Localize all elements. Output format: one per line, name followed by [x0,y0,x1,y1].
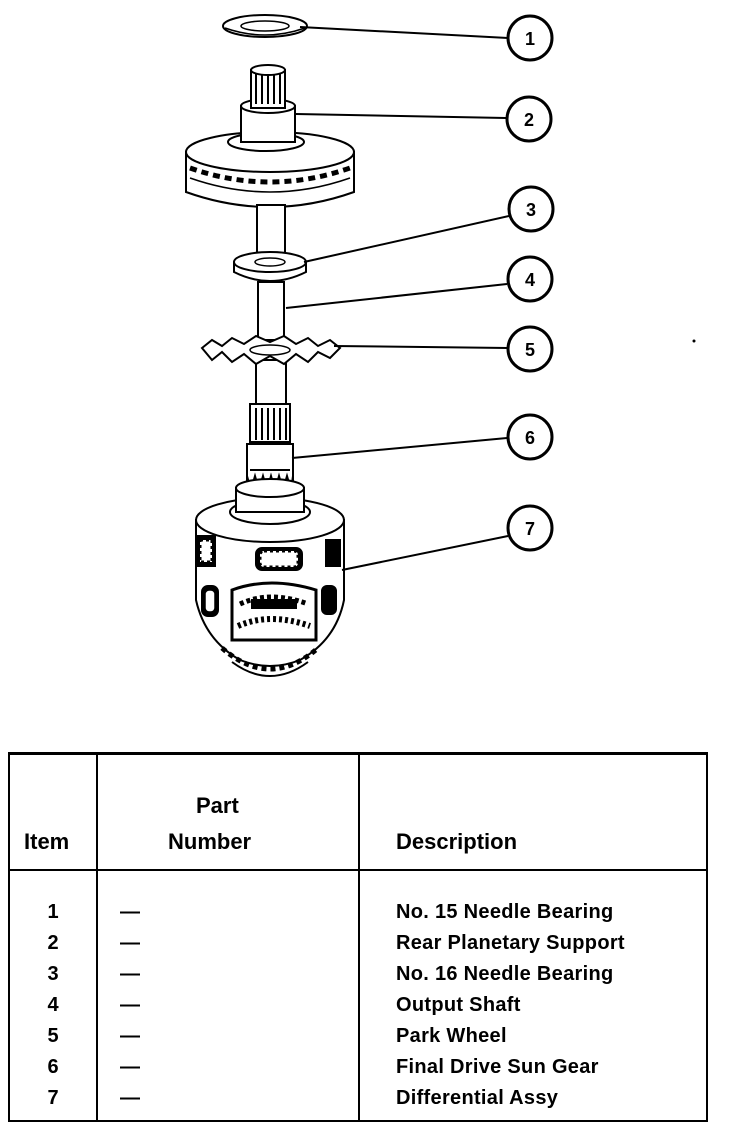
exploded-view-diagram: 1 2 3 4 5 6 7 [185,14,696,677]
output-shaft [249,281,291,443]
rear-planetary-support [185,64,355,208]
parts-table: Item Part Number Description 1 — No. 15 … [8,752,708,1122]
item-number: 3 [47,963,59,985]
table-row: 5 — Park Wheel [10,1021,706,1052]
table-row: 7 — Differential Assy [10,1083,706,1114]
park-wheel [200,334,342,366]
table-row: 1 — No. 15 Needle Bearing [10,897,706,928]
callout-number: 4 [525,270,535,290]
description: Final Drive Sun Gear [396,1056,599,1078]
header-rule [10,869,706,871]
item-number: 2 [47,932,59,954]
callout-3: 3 [507,185,555,233]
callout-4: 4 [506,255,554,303]
callout-number: 6 [525,428,535,448]
header-description: Description [396,829,518,854]
description: Park Wheel [396,1025,507,1047]
callout-number: 3 [526,200,536,220]
table-row: 3 — No. 16 Needle Bearing [10,959,706,990]
final-drive-sun-gear [246,443,294,494]
callout-number: 7 [525,519,535,539]
part-number: — [120,1087,140,1109]
leader-lines [285,26,510,571]
item-number: 5 [47,1025,59,1047]
item-number: 1 [47,901,59,923]
callout-number: 2 [524,110,534,130]
callout-7: 7 [506,504,554,552]
table-row: 2 — Rear Planetary Support [10,928,706,959]
callout-1: 1 [506,14,554,62]
header-part-line1: Part [196,793,239,818]
column-divider [358,755,360,1120]
description: Rear Planetary Support [396,932,625,954]
differential-assy [195,478,345,677]
header-item: Item [24,829,70,854]
item-number: 7 [47,1087,59,1109]
description: Differential Assy [396,1087,559,1109]
shaft-upper [256,204,286,261]
needle-bearing-16 [233,251,307,282]
part-number: — [120,901,140,923]
column-divider [96,755,98,1120]
header-part-line2: Number [168,829,252,854]
item-number: 6 [47,1056,59,1078]
description: No. 15 Needle Bearing [396,901,614,923]
callout-2: 2 [505,95,553,143]
part-number: — [120,1025,140,1047]
item-number: 4 [47,994,59,1016]
description: Output Shaft [396,994,521,1016]
callout-5: 5 [506,325,554,373]
part-number: — [120,932,140,954]
part-number: — [120,994,140,1016]
callout-number: 5 [525,340,535,360]
scan-speck [692,339,696,343]
table-row: 4 — Output Shaft [10,990,706,1021]
callout-number: 1 [525,29,535,49]
part-number: — [120,963,140,985]
callout-6: 6 [506,413,554,461]
table-row: 6 — Final Drive Sun Gear [10,1052,706,1083]
needle-bearing-15 [222,14,308,38]
description: No. 16 Needle Bearing [396,963,614,985]
part-number: — [120,1056,140,1078]
